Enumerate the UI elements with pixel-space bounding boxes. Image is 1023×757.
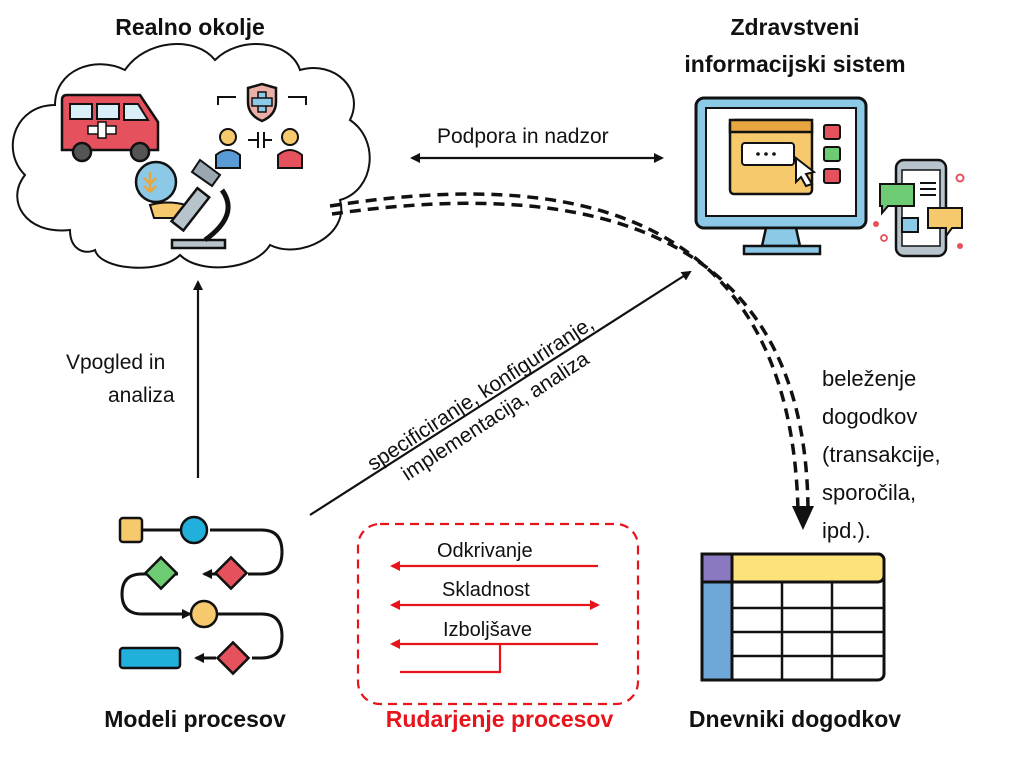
insight-label-line2: analiza [108, 384, 175, 407]
event-logs-title: Dnevniki dogodkov [688, 706, 902, 732]
recording-arrow [329, 192, 814, 530]
cloud-icon [11, 43, 371, 269]
insight-label-line1: Vpogled in [66, 351, 166, 374]
recording-label-line1: beleženje [822, 366, 917, 391]
recording-label: beleženje dogodkov (transakcije, sporoči… [822, 360, 941, 550]
enhancement-label: Izboljšave [443, 619, 532, 641]
mining-box [356, 522, 640, 706]
process-flow-icon [118, 515, 284, 676]
discovery-label: Odkrivanje [437, 540, 533, 562]
enhancement-feedback-line [400, 644, 502, 674]
smartphone-chat-icon [873, 158, 965, 258]
recording-label-line4: sporočila, [822, 480, 917, 505]
computer-monitor-icon [694, 96, 868, 256]
process-models-title: Modeli procesov [104, 706, 286, 732]
recording-label-line2: dogodkov [822, 404, 918, 429]
ambulance-icon [60, 93, 160, 163]
microscope-icon [134, 158, 231, 250]
conformance-label: Skladnost [442, 579, 530, 601]
his-title-line1: Zdravstveni [730, 14, 860, 40]
recording-label-line5: ipd.). [822, 518, 871, 543]
process-mining-title: Rudarjenje procesov [385, 706, 614, 732]
his-title-line2: informacijski sistem [684, 51, 906, 77]
doctors-shield-icon [215, 82, 307, 169]
specification-arrow [309, 270, 692, 516]
support-arrow-label: Podpora in nadzor [437, 125, 609, 148]
real-environment-title: Realno okolje [115, 14, 265, 40]
recording-label-line3: (transakcije, [822, 442, 941, 467]
table-log-icon [700, 552, 886, 682]
